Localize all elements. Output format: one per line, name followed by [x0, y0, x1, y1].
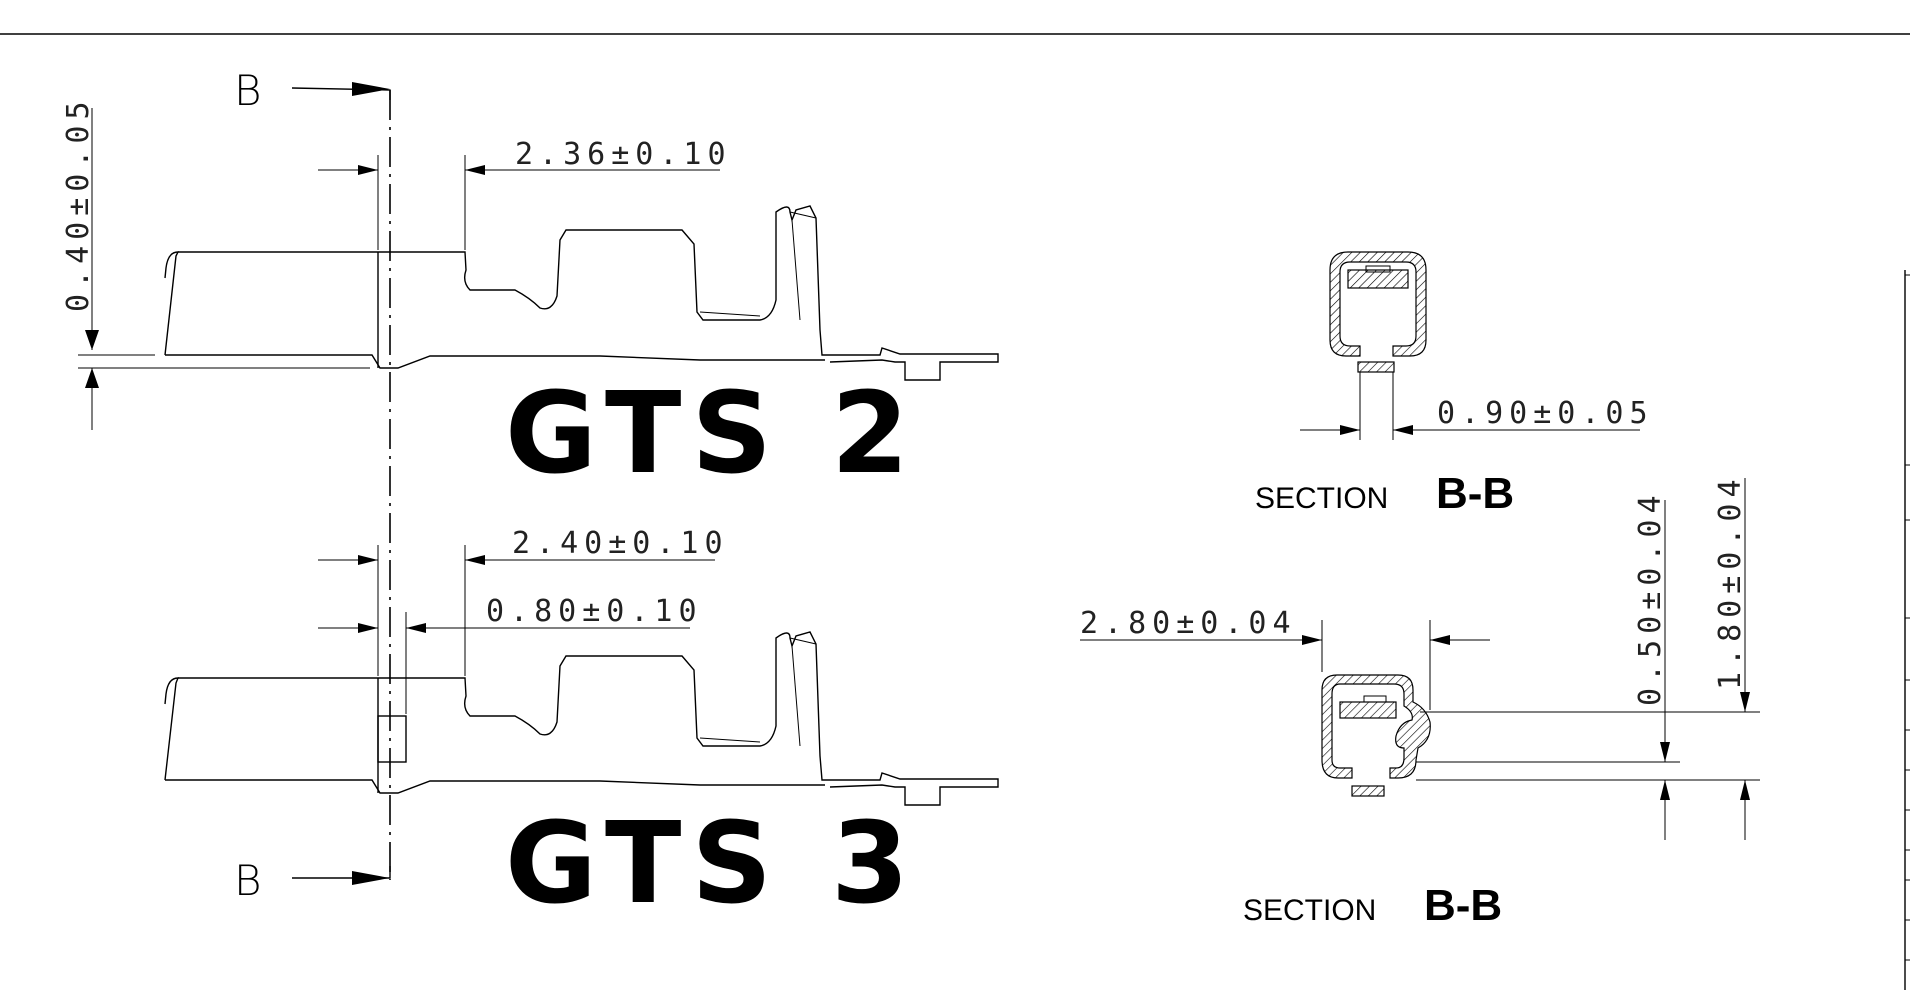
gts3-offset-dimension: [318, 612, 690, 714]
section2-word: SECTION: [1243, 894, 1376, 927]
gts2-length-value: 2.36±0.10: [515, 137, 732, 172]
gts2-thickness-value: 0.40±0.05: [61, 95, 96, 312]
cut-marker-top: B: [234, 66, 262, 115]
cut-marker-bottom: B: [234, 856, 262, 905]
gts2-thickness-dimension: [78, 108, 370, 430]
gts2-label: GTS 2: [505, 369, 919, 499]
section1-word: SECTION: [1255, 482, 1388, 515]
section1-gap-value: 0.90±0.05: [1437, 396, 1654, 431]
section1-id: B-B: [1436, 469, 1514, 518]
gts3-length-dimension: [318, 545, 715, 676]
section2-id: B-B: [1424, 881, 1502, 930]
gts2-length-dimension: [318, 155, 720, 250]
gts3-offset-value: 0.80±0.10: [486, 594, 703, 629]
section2-height-b-value: 1.80±0.04: [1713, 473, 1748, 690]
section-cut-line: [291, 82, 391, 885]
gts3-label: GTS 3: [505, 799, 919, 929]
gts3-terminal-profile: [164, 631, 999, 806]
section2-height-a-value: 0.50±0.04: [1633, 489, 1668, 706]
gts3-length-value: 2.40±0.10: [512, 526, 729, 561]
drawing-frame: [0, 33, 1910, 990]
section2-width-value: 2.80±0.04: [1080, 606, 1297, 641]
section-view-2: [1080, 478, 1760, 840]
section-view-1: [1300, 251, 1640, 440]
gts2-terminal-profile: [164, 205, 999, 381]
